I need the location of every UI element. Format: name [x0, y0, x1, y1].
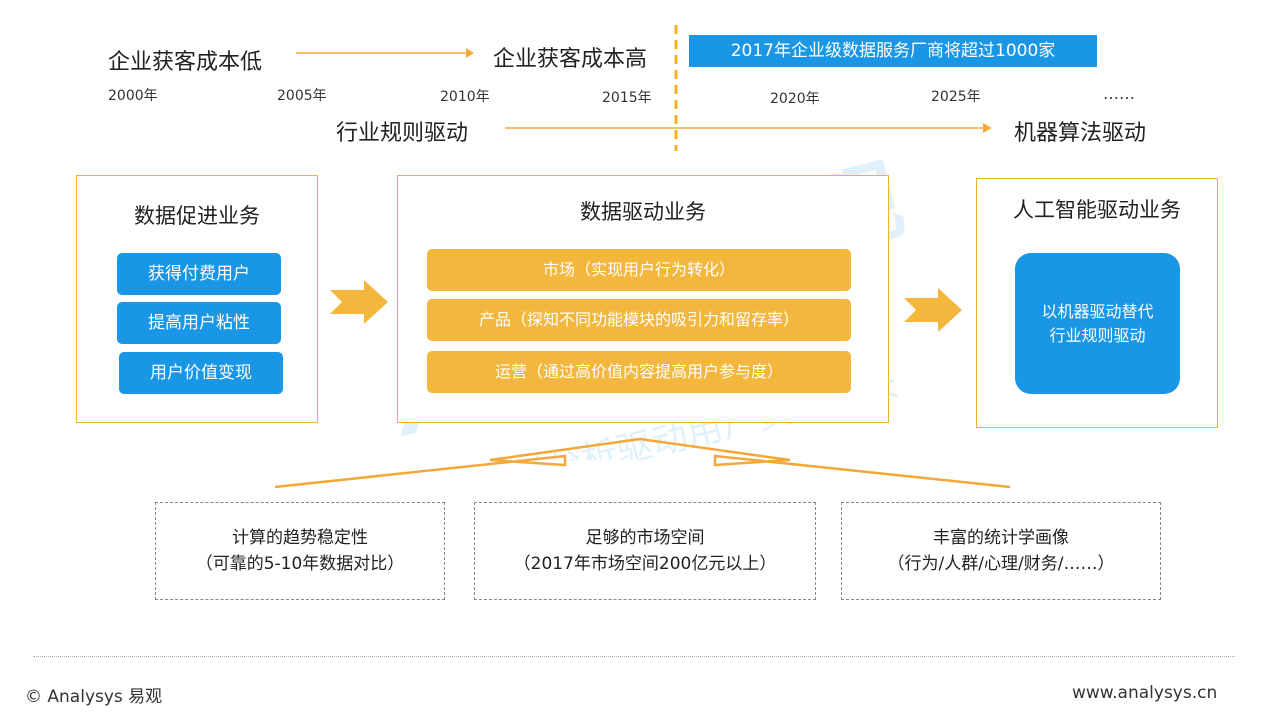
- panel-title: 人工智能驱动业务: [1013, 198, 1181, 222]
- cost-low-label: 企业获客成本低: [108, 50, 263, 75]
- panel-data-promotes-business: 数据促进业务 获得付费用户 提高用户粘性 用户价值变现: [76, 175, 318, 423]
- brace-connector: [274, 437, 1011, 489]
- year-label: 2005年: [277, 88, 327, 104]
- website-link[interactable]: www.analysys.cn: [1072, 683, 1218, 703]
- year-label: 2000年: [108, 88, 158, 104]
- factor-detail: （可靠的5-10年数据对比）: [195, 554, 405, 574]
- paid-users-item: 获得付费用户: [117, 253, 281, 295]
- year-label: 2025年: [931, 89, 981, 105]
- operation-item: 运营（通过高价值内容提高用户参与度）: [427, 351, 851, 393]
- market-item: 市场（实现用户行为转化）: [427, 249, 851, 291]
- ai-box-line2: 行业规则驱动: [1049, 325, 1146, 345]
- timeline-divider: [674, 25, 678, 151]
- factor-title: 丰富的统计学画像: [933, 528, 1069, 548]
- year-label: 2010年: [440, 89, 490, 105]
- market-banner: 2017年企业级数据服务厂商将超过1000家: [689, 35, 1097, 67]
- panel-data-drives-business: 数据驱动业务 市场（实现用户行为转化） 产品（探知不同功能模块的吸引力和留存率）…: [397, 175, 889, 423]
- factor-title: 足够的市场空间: [585, 528, 705, 548]
- panel-title: 数据促进业务: [134, 204, 260, 228]
- factor-market-box: 足够的市场空间 （2017年市场空间200亿元以上）: [474, 502, 816, 600]
- factor-stability-box: 计算的趋势稳定性 （可靠的5-10年数据对比）: [155, 502, 445, 600]
- algo-driven-label: 机器算法驱动: [1014, 121, 1147, 146]
- cost-high-label: 企业获客成本高: [493, 47, 648, 72]
- panel-title: 数据驱动业务: [580, 200, 706, 224]
- rule-driven-label: 行业规则驱动: [336, 121, 469, 146]
- year-label: 2020年: [770, 91, 820, 107]
- driven-arrow: [505, 123, 992, 133]
- factor-title: 计算的趋势稳定性: [232, 528, 368, 548]
- footer-divider: [33, 656, 1235, 657]
- flow-arrow-icon: [904, 288, 962, 332]
- factor-detail: （2017年市场空间200亿元以上）: [513, 554, 777, 574]
- machine-replaces-rules-box: 以机器驱动替代 行业规则驱动: [1015, 253, 1180, 394]
- ai-box-line1: 以机器驱动替代: [1041, 301, 1154, 321]
- factor-detail: （行为/人群/心理/财务/……）: [887, 554, 1115, 574]
- copyright-text: © Analysys 易观: [25, 687, 163, 707]
- year-label: 2015年: [602, 90, 652, 106]
- product-item: 产品（探知不同功能模块的吸引力和留存率）: [427, 299, 851, 341]
- year-label: ……: [1103, 84, 1135, 103]
- user-stickiness-item: 提高用户粘性: [117, 302, 281, 344]
- user-value-item: 用户价值变现: [119, 352, 283, 394]
- flow-arrow-icon: [330, 280, 388, 324]
- cost-arrow: [296, 48, 474, 58]
- panel-ai-drives-business: 人工智能驱动业务 以机器驱动替代 行业规则驱动: [976, 178, 1218, 428]
- factor-portrait-box: 丰富的统计学画像 （行为/人群/心理/财务/……）: [841, 502, 1161, 600]
